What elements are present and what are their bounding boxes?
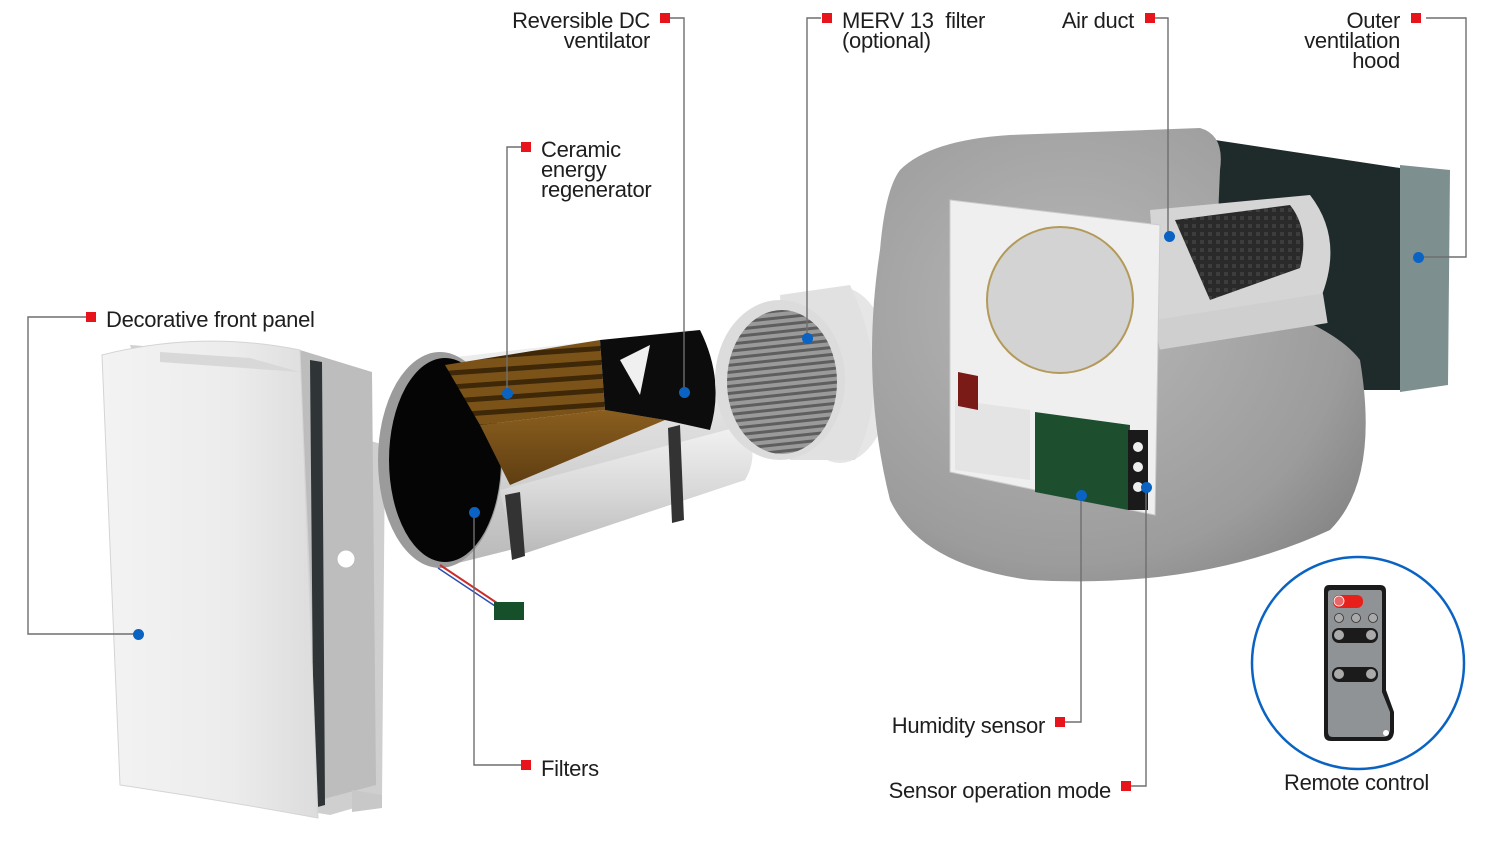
regenerator-cartridge-illustration [378,330,753,620]
callout-line: energy [541,157,607,182]
pointer-dot-humidity-sensor [1076,490,1087,501]
callout-line: Humidity sensor [891,713,1046,738]
callout-line: (optional) [842,28,931,53]
marker-regenerator [521,142,531,152]
callout-humidity-sensor: Humidity sensor [891,713,1046,738]
callout-line: ventilator [563,28,651,53]
callout-merv-13-filter: MERV 13 filter (optional) [842,8,986,53]
callout-line: ventilation [1304,28,1400,53]
leader-filters [473,512,521,766]
callout-line: Air duct [1061,8,1134,33]
callout-line: Ceramic [541,137,621,162]
callout-outer-ventilation-hood: Outer ventilation hood [1304,8,1400,73]
callout-reversible-dc-ventilator: Reversible DC ventilator [512,8,651,53]
pointer-dot-regenerator [502,388,513,399]
marker-outer-hood [1411,13,1421,23]
callout-line: regenerator [541,177,652,202]
leader-front-panel [27,316,138,635]
callout-line: Reversible DC [512,8,650,33]
leader-humidity [1064,496,1082,723]
leader-lines [27,17,1467,787]
callout-line: Sensor operation mode [888,778,1112,803]
callout-filters: Filters [541,756,599,781]
callout-air-duct: Air duct [1061,8,1134,33]
pointer-dot-merv-filter [802,333,813,344]
pointer-dot-front-panel [133,629,144,640]
callout-line: MERV 13 filter [842,8,986,33]
leader-merv [806,17,821,338]
marker-filters [521,760,531,770]
remote-control-illustration [1250,555,1466,771]
callout-sensor-operation-mode: Sensor operation mode [888,778,1112,803]
pointer-dot-outer-hood [1413,252,1424,263]
pointer-dot-ventilator [679,387,690,398]
wall-section-illustration [872,128,1450,582]
callout-line: hood [1352,48,1400,73]
callout-line: Outer [1346,8,1400,33]
merv-filter-illustration [715,285,892,463]
marker-humidity-sensor [1055,717,1065,727]
marker-ventilator [660,13,670,23]
pointer-dot-air-duct [1164,231,1175,242]
callout-ceramic-energy-regenerator: Ceramic energy regenerator [541,137,652,202]
marker-air-duct [1145,13,1155,23]
remote-control-caption: Remote control [1284,770,1429,795]
leader-outer-hood [1418,17,1467,258]
callout-decorative-front-panel: Decorative front panel [106,307,315,332]
pointer-dot-sensor-mode [1141,482,1152,493]
marker-front-panel [86,312,96,322]
callout-line: Filters [541,756,599,781]
leader-ventilator [670,17,685,392]
leader-sensor-mode [1131,487,1147,787]
callout-line: Decorative front panel [106,307,315,332]
marker-merv-filter [822,13,832,23]
leader-regenerator [506,146,521,393]
marker-sensor-mode [1121,781,1131,791]
pointer-dot-filters [469,507,480,518]
leader-air-duct [1153,17,1169,236]
decorative-front-panel-illustration [101,340,385,819]
